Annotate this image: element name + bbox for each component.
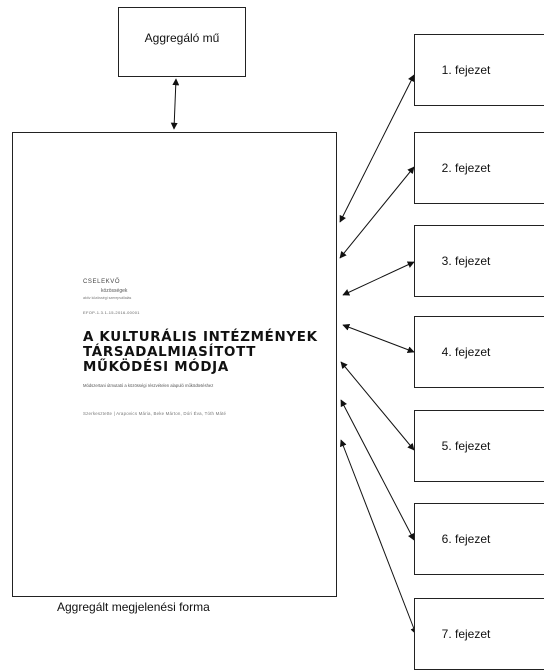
cover-title-line3: MŰKÖDÉSI MÓDJA [83,360,229,375]
cover-brand-line1: CSELEKVŐ [83,279,121,285]
chapter-box-3: 3. fejezet [414,225,544,297]
chapter-label-5: 5. fejezet [441,439,491,453]
cover-title: A KULTURÁLIS INTÉZMÉNYEK TÁRSADALMIASÍTO… [83,330,323,375]
chapter-label-3: 3. fejezet [441,254,491,268]
aggregating-work-box: Aggregáló mű [118,7,246,77]
cover-title-line2: TÁRSADALMIASÍTOTT [83,345,257,360]
chapter-label-4: 4. fejezet [441,345,491,359]
chapter-box-7: 7. fejezet [414,598,544,670]
chapter-label-1: 1. fejezet [441,63,491,77]
chapter-box-1: 1. fejezet [414,34,544,106]
cover-project-code: EFOP-1.3.1-15-2016-00001 [83,310,140,315]
chapter-label-7: 7. fejezet [441,627,491,641]
chapter-box-2: 2. fejezet [414,132,544,204]
chapter-label-6: 6. fejezet [441,532,491,546]
chapter-label-2: 2. fejezet [441,161,491,175]
cover-title-line1: A KULTURÁLIS INTÉZMÉNYEK [83,330,318,345]
aggregating-work-label: Aggregáló mű [144,31,220,45]
aggregated-form-label: Aggregált megjelenési forma [57,600,210,614]
cover-subtitle: Módszertani útmutató a közösségi részvét… [83,383,214,388]
arrow-chapter-1 [339,74,415,223]
cover-brand-line2: közösségek [101,288,128,294]
arrow-top-to-cover [170,78,180,130]
arrow-chapter-2 [339,166,415,259]
chapter-box-6: 6. fejezet [414,503,544,575]
cover-editors: Szerkesztette | Arapovics Mária, Beke Má… [83,411,227,416]
chapter-box-4: 4. fejezet [414,316,544,388]
cover-brand-line3: aktív közösségi szerepvállalás [83,296,132,300]
chapter-box-5: 5. fejezet [414,410,544,482]
book-cover: CSELEKVŐ közösségek aktív közösségi szer… [12,132,337,597]
arrow-chapter-4 [342,323,415,354]
arrow-chapter-6 [340,399,415,541]
arrow-chapter-3 [342,261,415,296]
arrow-chapter-5 [340,361,415,451]
arrow-chapter-7 [340,439,417,635]
